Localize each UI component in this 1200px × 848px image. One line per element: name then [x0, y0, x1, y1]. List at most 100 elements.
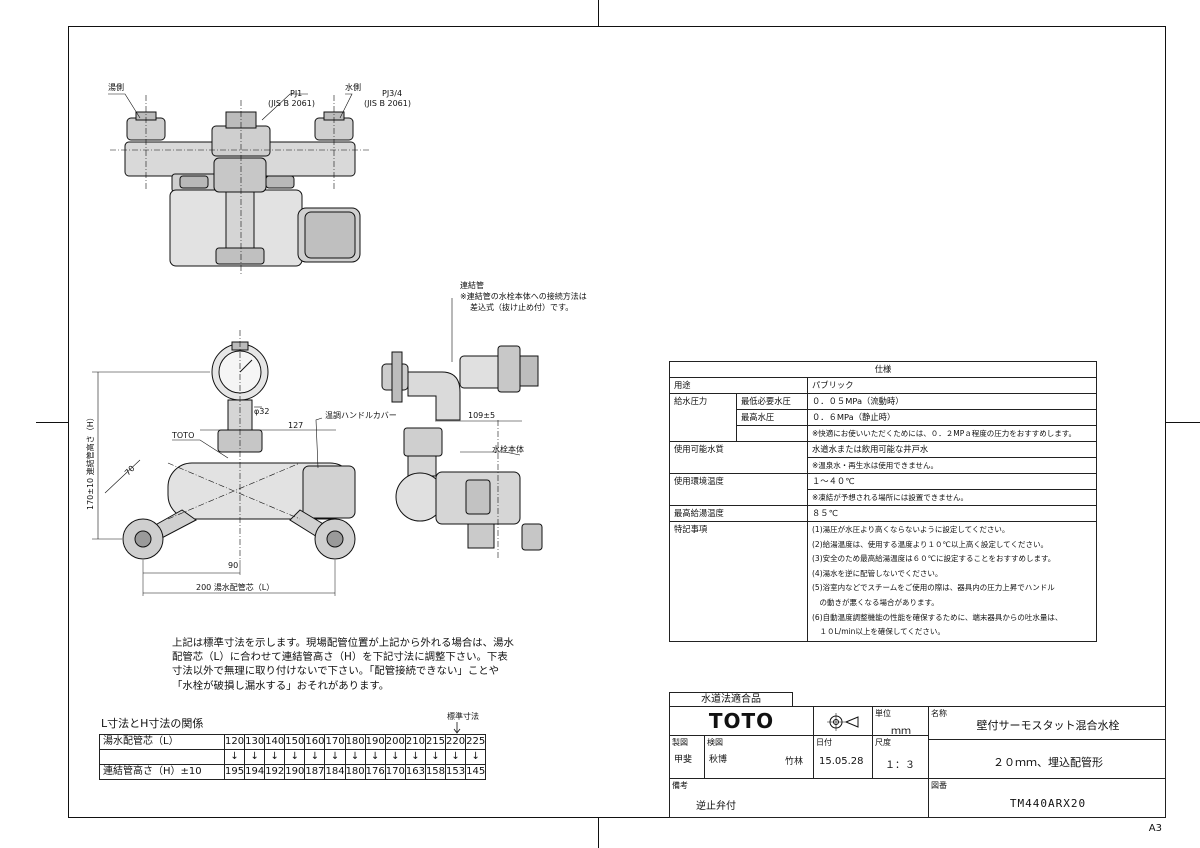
sheet-size: A3 — [1148, 823, 1162, 834]
remarks-value: 逆止弁付 — [696, 801, 736, 812]
spec-special-item: (2)給湯温度は、使用する温度より１０℃以上高く設定してください。 — [812, 539, 1048, 549]
lh-arrow: ↓ — [284, 749, 306, 765]
lh-row-l-label: 湯水配管芯（L） — [99, 734, 225, 750]
scale-caption: 尺度 — [875, 738, 891, 747]
side-view — [381, 298, 543, 560]
lh-h-value: 145 — [465, 764, 487, 780]
toto-logo: TOTO — [708, 709, 775, 733]
spec-value: １〜４０℃ — [807, 473, 1097, 490]
spec-label: 給水圧力 — [669, 393, 737, 442]
lh-arrow: ↓ — [344, 749, 366, 765]
center-mark-left — [36, 422, 68, 423]
drawing-no-cell: 図番 TM440ARX20 — [928, 778, 1166, 818]
lh-h-value: 176 — [364, 764, 386, 780]
checked-by: 秋博 — [709, 755, 728, 765]
lh-h-value: 187 — [304, 764, 326, 780]
drawn-caption: 製図 — [672, 738, 688, 747]
projection-symbol-icon — [827, 713, 859, 731]
spec-special-item: の動きが悪くなる場合があります。 — [812, 597, 939, 607]
label-connecting-pipe: 連結管 — [460, 280, 484, 290]
lh-arrow: ↓ — [404, 749, 426, 765]
spec-value: ０．０５MPa（流動時） — [807, 393, 1097, 410]
remarks-cell: 備考 逆止弁付 — [669, 778, 929, 818]
lh-h-value: 190 — [284, 764, 306, 780]
check-caption: 検図 — [707, 738, 723, 747]
spec-label: 用途 — [669, 377, 808, 394]
scale-cell: 尺度 １：３ — [872, 735, 929, 779]
subname-cell: ２０ｍｍ、埋込配管形 — [928, 739, 1166, 779]
lh-h-value: 195 — [223, 764, 246, 780]
spec-table: 仕様 用途 パブリック 給水圧力 最低必要水圧 ０．０５MPa（流動時） 最高水… — [669, 361, 1097, 642]
label-pj34-std: (JIS B 2061) — [364, 99, 411, 108]
label-cold-side: 水側 — [345, 82, 361, 92]
lh-l-value: 170 — [324, 734, 346, 750]
check-cell: 検図 秋博 竹林 — [704, 735, 814, 779]
drawn-cell: 製図 甲斐 — [669, 735, 705, 779]
lh-h-value: 184 — [324, 764, 346, 780]
lh-l-value: 180 — [344, 734, 366, 750]
title-block: TOTO 単位 ｍｍ 名称 壁付サーモスタット混合水栓 製図 甲斐 検図 秋博 … — [669, 706, 1166, 818]
spec-label: 最高給湯温度 — [669, 505, 808, 522]
front-view — [92, 330, 522, 596]
lh-h-value: 180 — [344, 764, 366, 780]
spec-sublabel: 最低必要水圧 — [736, 393, 808, 410]
logo-cell: TOTO — [669, 706, 814, 736]
spec-label: 使用可能水質 — [669, 441, 808, 474]
label-connecting-note-1: ※連結管の水栓本体への接続方法は — [460, 291, 587, 301]
center-mark-right — [1166, 422, 1200, 423]
label-pj1-std: (JIS B 2061) — [268, 99, 315, 108]
spec-note: ※温泉水・再生水は使用できません。 — [807, 457, 1097, 474]
label-toto: TOTO — [171, 431, 194, 440]
date-caption: 日付 — [816, 738, 832, 747]
spec-value: ８５℃ — [807, 505, 1097, 522]
label-connecting-note-2: 差込式（抜け止め付）です。 — [470, 302, 573, 312]
spec-special-item: １０L/min以上を確保してください。 — [812, 627, 945, 637]
unit-cell: 単位 ｍｍ — [872, 706, 929, 737]
spec-special-item: (6)自動温度調整機能の性能を確保するために、端末器具からの吐水量は、 — [812, 612, 1063, 622]
date-value: 15.05.28 — [819, 756, 864, 767]
lh-arrow: ↓ — [264, 749, 286, 765]
lh-l-value: 200 — [384, 734, 406, 750]
projection-cell — [813, 706, 873, 736]
lh-arrow: ↓ — [384, 749, 406, 765]
unit-caption: 単位 — [875, 709, 891, 718]
label-body: 水栓本体 — [492, 444, 524, 454]
note-line: 配管芯（L）に合わせて連結管高さ（H）を下記寸法に調整下さい。下表 — [172, 651, 508, 664]
spec-label: 特記事項 — [669, 521, 808, 642]
center-mark-top — [598, 0, 599, 26]
spec-special-item: (4)湯水を逆に配管しないでください。 — [812, 568, 943, 578]
name-cell: 名称 壁付サーモスタット混合水栓 — [928, 706, 1166, 740]
spec-special-item: (1)湯圧が水圧より高くならないように設定してください。 — [812, 525, 1010, 534]
unit-value: ｍｍ — [891, 726, 911, 737]
note-line: 「水栓が破損し漏水する」おそれがあります。 — [172, 679, 390, 692]
drawn-by: 甲斐 — [674, 755, 693, 765]
lh-arrow: ↓ — [445, 749, 467, 765]
lh-arrow: ↓ — [304, 749, 326, 765]
scale-value: １：３ — [885, 760, 915, 771]
lh-row-h-label: 連結管高さ（H）±10 — [99, 764, 225, 780]
lh-arrow: ↓ — [223, 749, 246, 765]
spec-special-item: (5)浴室内などでスチームをご使用の際は、器具内の圧力上昇でハンドル — [812, 583, 1055, 593]
lh-l-value: 215 — [424, 734, 447, 750]
note-line: 寸法以外で無理に取り付けないで下さい。「配管接続できない」ことや — [172, 665, 499, 678]
lh-arrow: ↓ — [465, 749, 487, 765]
date-cell: 日付 15.05.28 — [813, 735, 873, 779]
lh-standard-label: 標準寸法 — [447, 712, 479, 721]
label-pj1: PJ1 — [290, 89, 302, 98]
spec-note: ※快適にお使いいただくためには、０．２MPａ程度の圧力をおすすめします。 — [807, 425, 1097, 442]
label-dim-109: 109±5 — [468, 411, 495, 420]
top-view — [108, 93, 370, 275]
lh-l-value: 160 — [304, 734, 326, 750]
installation-note: 上記は標準寸法を示します。現場配管位置が上記から外れる場合は、湯水 配管芯（L）… — [172, 636, 536, 693]
spec-sublabel: 最高水圧 — [736, 409, 808, 426]
lh-l-value: 130 — [244, 734, 266, 750]
product-subname: ２０ｍｍ、埋込配管形 — [993, 756, 1103, 769]
center-mark-bottom — [598, 818, 599, 848]
label-dim-200: 200 湯水配管芯（L） — [196, 582, 274, 592]
label-pj34: PJ3/4 — [382, 89, 402, 98]
label-dim-127: 127 — [288, 421, 303, 430]
lh-h-value: 163 — [404, 764, 426, 780]
standard-arrow-icon — [453, 722, 461, 734]
lh-l-value: 190 — [364, 734, 386, 750]
